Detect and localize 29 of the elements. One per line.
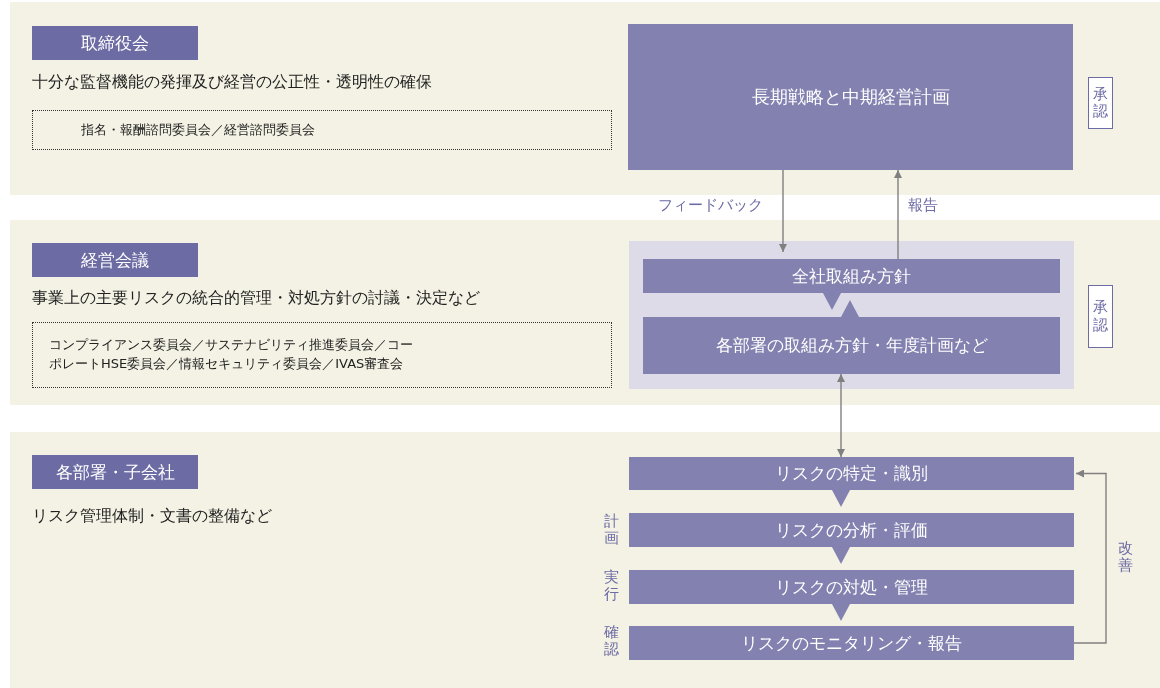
chevron-arrow (832, 604, 850, 621)
edge-label: フィードバック (658, 196, 763, 215)
description-text: 事業上の主要リスクの統合的管理・対処方針の討議・決定など (32, 288, 480, 309)
committee-box: 指名・報酬諮問委員会／経営諮問委員会 (32, 110, 612, 150)
approval-box: 承認 (1088, 285, 1113, 348)
edge-label: 改善 (1117, 540, 1133, 575)
plan-box: 長期戦略と中期経営計画 (628, 24, 1073, 170)
arrow (779, 169, 787, 253)
arrow (1073, 469, 1107, 644)
description-text: リスク管理体制・文書の整備など (32, 506, 272, 527)
edge-label: 報告 (908, 196, 938, 215)
step-label: 計画 (603, 513, 619, 550)
policy-box: 各部署の取組み方針・年度計画など (643, 317, 1060, 374)
chevron-arrow (823, 293, 841, 310)
chevron-arrow (841, 300, 859, 317)
step-label: 実行 (603, 569, 619, 606)
committee-box: コンプライアンス委員会／サステナビリティ推進委員会／コーポレートHSE委員会／情報セキュリティ委員会／IVAS審査会 (32, 322, 612, 388)
chevron-arrow (832, 547, 850, 564)
step-label: 確認 (603, 624, 619, 661)
heading-tag: 取締役会 (32, 26, 198, 60)
group-box (629, 241, 1074, 389)
arrow (894, 169, 902, 260)
approval-box: 承認 (1088, 77, 1113, 129)
arrow (837, 373, 845, 458)
chevron-arrow (832, 490, 850, 507)
heading-tag: 経営会議 (32, 243, 198, 277)
process-box: リスクのモニタリング・報告 (629, 626, 1074, 660)
heading-tag: 各部署・子会社 (32, 455, 198, 489)
description-text: 十分な監督機能の発揮及び経営の公正性・透明性の確保 (32, 72, 432, 93)
